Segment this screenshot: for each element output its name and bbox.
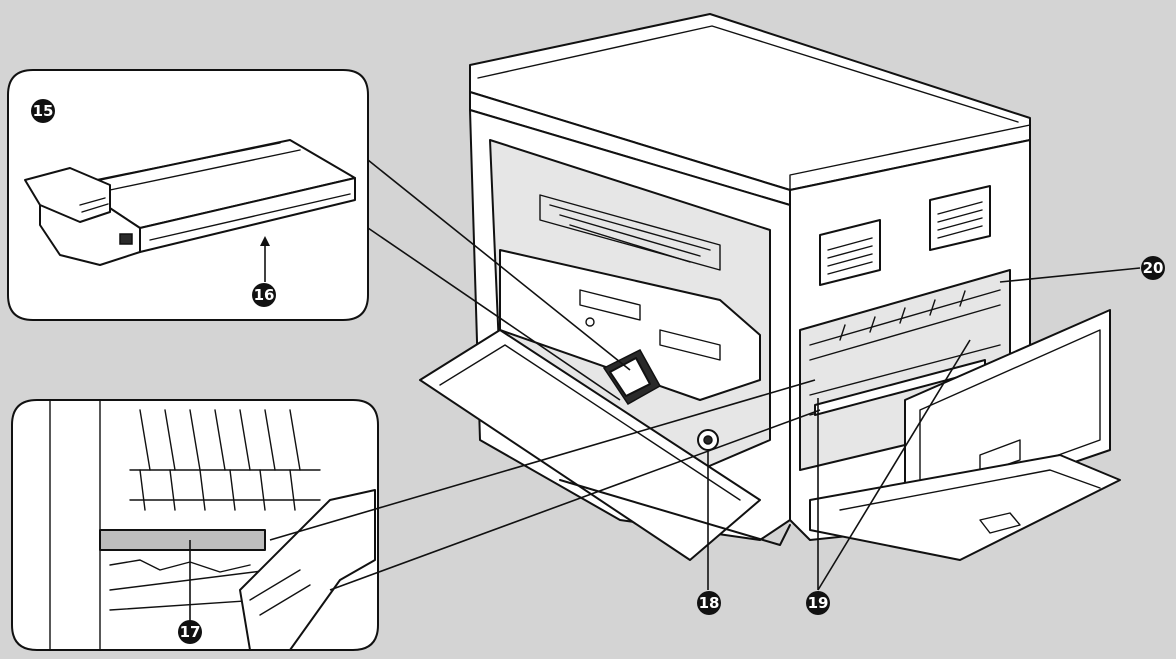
inset-transfer-roller	[11, 399, 379, 651]
callout-17: 17	[178, 620, 202, 644]
inset-toner-cartridge	[7, 69, 369, 321]
callout-16-label: 16	[254, 286, 275, 304]
callout-19: 19	[806, 591, 830, 615]
side-vent-left	[819, 219, 881, 286]
leader-lines	[189, 236, 1141, 622]
side-vent-right	[929, 185, 991, 251]
callout-20-label: 20	[1143, 259, 1164, 277]
copier-body	[419, 13, 1121, 561]
callout-18-label: 18	[699, 594, 720, 612]
fuser-fins	[129, 409, 321, 511]
callout-20: 20	[1141, 256, 1165, 280]
callout-17-label: 17	[180, 623, 201, 641]
callout-16: 16	[252, 283, 276, 307]
callout-18: 18	[697, 591, 721, 615]
pointer-wedges	[269, 159, 821, 591]
callout-15: 15	[31, 99, 55, 123]
callout-19-label: 19	[808, 594, 829, 612]
callout-15-label: 15	[33, 102, 54, 120]
